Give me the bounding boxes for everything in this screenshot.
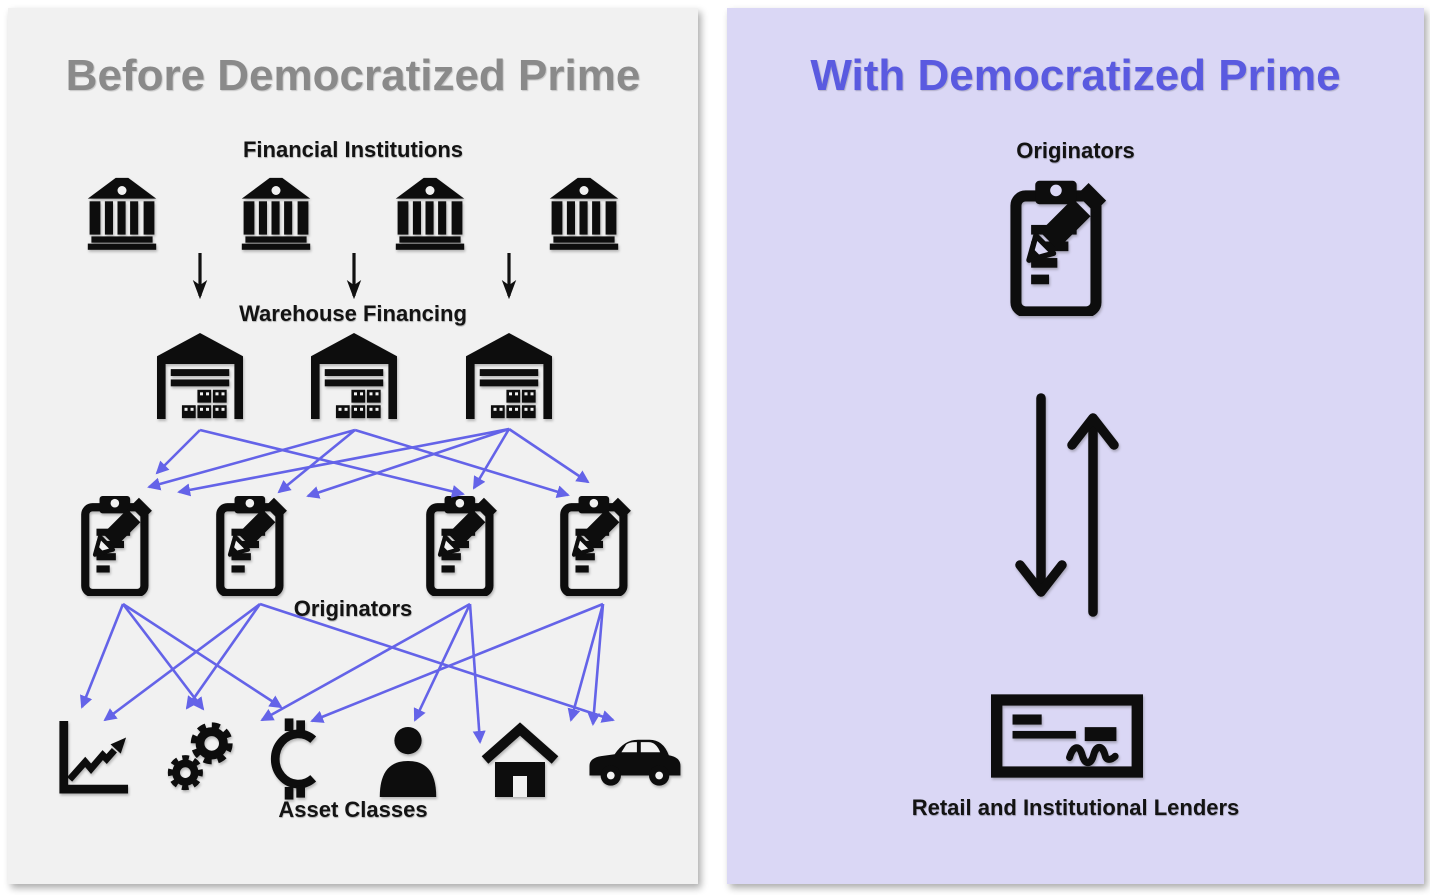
flow-arrow bbox=[177, 427, 510, 497]
before-panel: Before Democratized Prime Financial Inst… bbox=[8, 8, 698, 884]
gears-icon bbox=[161, 719, 239, 797]
financial-institutions-label: Financial Institutions bbox=[242, 137, 463, 162]
borrower-person-icon bbox=[375, 725, 441, 797]
warehouse-icon bbox=[465, 333, 553, 419]
bank-icon bbox=[86, 176, 158, 250]
flow-arrow bbox=[147, 428, 356, 491]
flow-arrow bbox=[277, 428, 356, 494]
car-icon bbox=[585, 731, 683, 791]
clipboard-pencil-icon bbox=[425, 494, 511, 596]
flow-arrow bbox=[472, 428, 511, 490]
flow-arrow bbox=[155, 429, 201, 475]
house-icon bbox=[480, 721, 560, 797]
bank-icon bbox=[394, 176, 466, 250]
flow-arrow bbox=[508, 427, 590, 484]
bank-icon bbox=[240, 176, 312, 250]
line-chart-icon bbox=[56, 719, 130, 797]
flow-arrow bbox=[468, 603, 486, 744]
retail-institutional-lenders-label: Retail and Institutional Lenders bbox=[911, 795, 1240, 820]
clipboard-pencil-icon bbox=[559, 494, 645, 596]
clipboard-pencil-icon bbox=[1009, 178, 1125, 316]
bank-check-icon bbox=[991, 694, 1143, 778]
flow-arrow bbox=[199, 428, 465, 498]
warehouse-financing-label: Warehouse Financing bbox=[239, 301, 467, 326]
clipboard-pencil-icon bbox=[215, 494, 301, 596]
flow-arrow bbox=[354, 428, 570, 498]
with-title: With Democratized Prime bbox=[810, 51, 1341, 101]
warehouse-icon bbox=[156, 333, 244, 419]
asset-classes-label: Asset Classes bbox=[278, 797, 428, 822]
originators-label: Originators bbox=[293, 596, 413, 621]
before-title: Before Democratized Prime bbox=[65, 51, 641, 101]
two-way-arrows-icon bbox=[1007, 393, 1127, 617]
warehouse-icon bbox=[310, 333, 398, 419]
flow-arrow bbox=[306, 427, 510, 499]
originators-label: Originators bbox=[1016, 138, 1135, 163]
cryptocurrency-icon bbox=[263, 716, 319, 802]
with-panel: With Democratized Prime Originators Reta… bbox=[727, 8, 1424, 884]
flow-arrow bbox=[587, 603, 605, 726]
clipboard-pencil-icon bbox=[80, 494, 166, 596]
bank-icon bbox=[548, 176, 620, 250]
